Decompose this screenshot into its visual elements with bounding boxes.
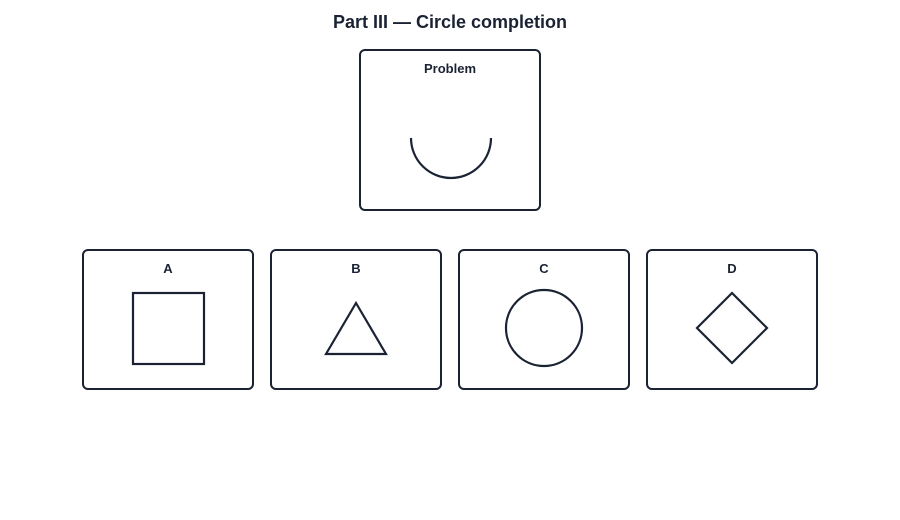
semicircle-arc-figure (409, 137, 493, 180)
option-d-card[interactable]: D (646, 249, 818, 390)
problem-label: Problem (423, 61, 476, 76)
diamond-shape (695, 291, 769, 365)
option-c-card[interactable]: C (458, 249, 630, 390)
problem-card: Problem (359, 49, 541, 211)
option-a-card[interactable]: A (82, 249, 254, 390)
option-b-label: B (351, 261, 361, 276)
option-d-label: D (727, 261, 737, 276)
square-shape (131, 291, 206, 366)
option-a-label: A (163, 261, 173, 276)
semicircle-arc (409, 137, 493, 180)
option-b-card[interactable]: B (270, 249, 442, 390)
diamond-figure (695, 291, 769, 365)
option-c-label: C (539, 261, 549, 276)
square-figure (131, 291, 206, 366)
page-title: Part III — Circle completion (332, 12, 568, 32)
triangle-shape (324, 300, 388, 356)
triangle-figure (324, 300, 388, 356)
circle-shape (504, 288, 584, 368)
circle-figure (504, 288, 584, 368)
